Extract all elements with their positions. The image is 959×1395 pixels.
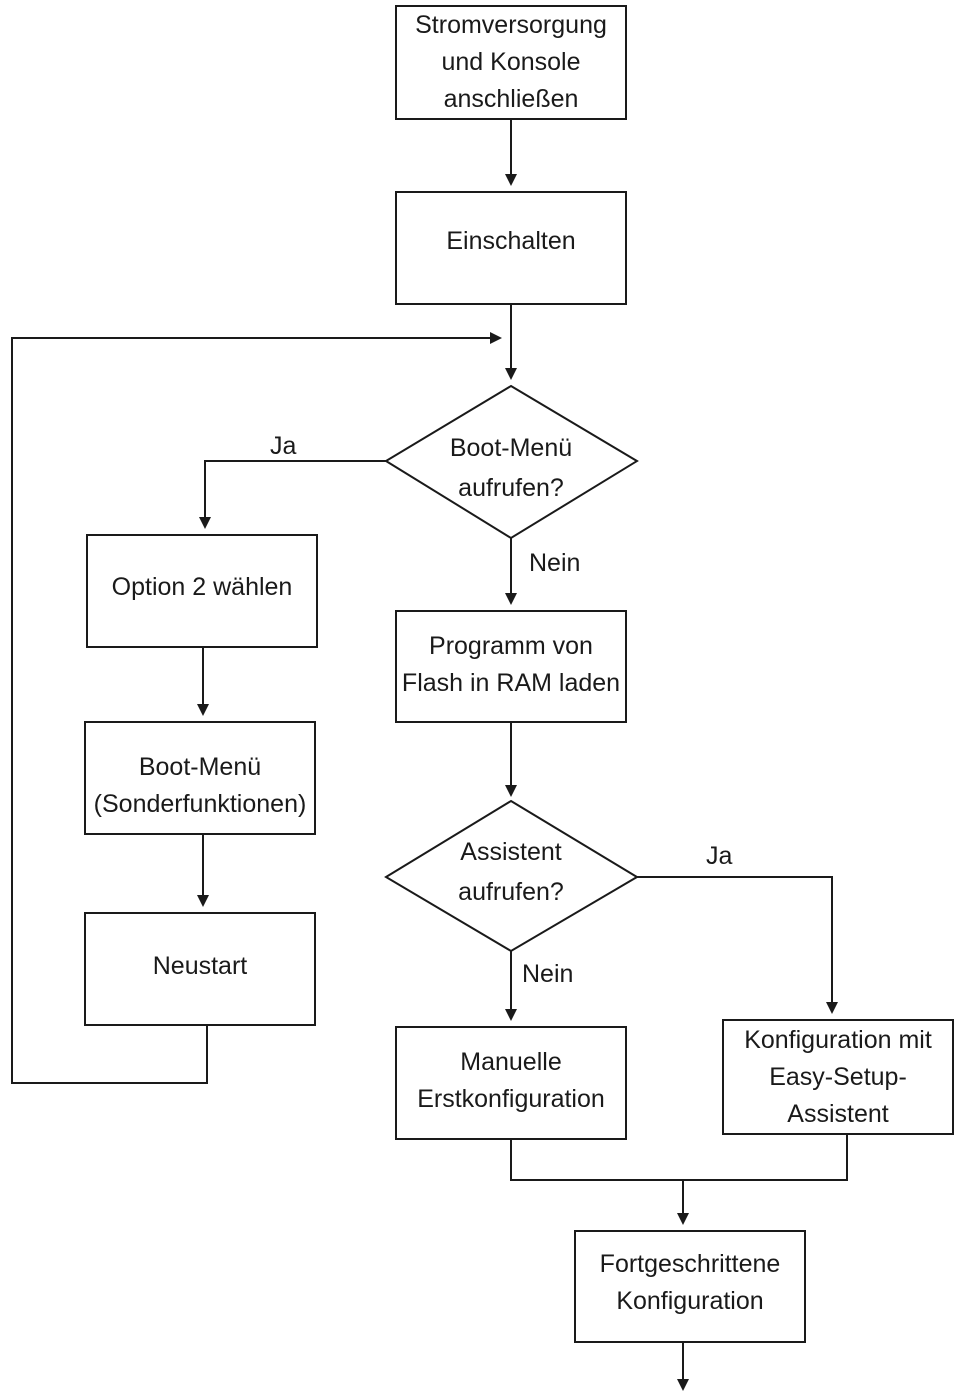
wizard-decision-diamond xyxy=(384,799,639,953)
edge-manual-merge xyxy=(510,1134,848,1181)
node-text: Programm von xyxy=(429,632,593,660)
node-manual-config: Manuelle Erstkonfiguration xyxy=(395,1026,627,1140)
node-text: Neustart xyxy=(152,952,248,980)
boot-menu-decision-text: Boot-Menü aufrufen? xyxy=(411,428,611,508)
node-text: Boot-Menü xyxy=(138,753,262,781)
node-text: Boot-Menü xyxy=(449,434,573,462)
node-text: (Sonderfunktionen) xyxy=(93,790,307,818)
node-text: Fortgeschrittene xyxy=(599,1250,781,1278)
node-switch-on: Einschalten xyxy=(395,191,627,305)
edge-restart-loop xyxy=(11,332,502,1084)
node-advanced-config: Fortgeschrittene Konfiguration xyxy=(574,1230,806,1343)
node-text: Manuelle xyxy=(460,1048,562,1076)
edge-wizard-yes xyxy=(637,876,838,1014)
node-text: aufrufen? xyxy=(458,474,564,502)
node-restart: Neustart xyxy=(84,912,316,1026)
edge-label-boot-no: Nein xyxy=(529,549,581,577)
node-text: Stromversorgung xyxy=(415,11,607,39)
wizard-decision-text: Assistent aufrufen? xyxy=(411,832,611,912)
edge-label-boot-yes: Ja xyxy=(270,432,297,460)
node-select-option-2: Option 2 wählen xyxy=(86,534,318,648)
node-text: Assistent xyxy=(787,1099,889,1128)
node-text: Assistent xyxy=(460,838,562,866)
node-load-program: Programm von Flash in RAM laden xyxy=(395,610,627,723)
node-text: Easy-Setup- xyxy=(769,1062,907,1091)
node-text: Flash in RAM laden xyxy=(401,669,621,697)
node-text: Option 2 wählen xyxy=(111,573,293,601)
node-text: Erstkonfiguration xyxy=(417,1085,605,1113)
node-connect-power-console: Stromversorgung und Konsole anschließen xyxy=(395,5,627,120)
node-text: aufrufen? xyxy=(458,878,564,906)
node-text: Konfiguration mit xyxy=(744,1025,932,1054)
node-text: Konfiguration xyxy=(616,1287,764,1315)
node-text: anschließen xyxy=(443,85,579,113)
node-boot-menu-special: Boot-Menü (Sonderfunktionen) xyxy=(84,721,316,835)
edge-label-wizard-no: Nein xyxy=(522,960,574,988)
boot-menu-decision-diamond xyxy=(384,384,639,540)
edge-boot-yes xyxy=(199,460,386,529)
node-text: und Konsole xyxy=(441,48,581,76)
node-easy-setup-config: Konfiguration mit Easy-Setup- Assistent xyxy=(722,1019,954,1135)
node-text: Einschalten xyxy=(446,227,576,255)
edge-label-wizard-yes: Ja xyxy=(706,842,733,870)
